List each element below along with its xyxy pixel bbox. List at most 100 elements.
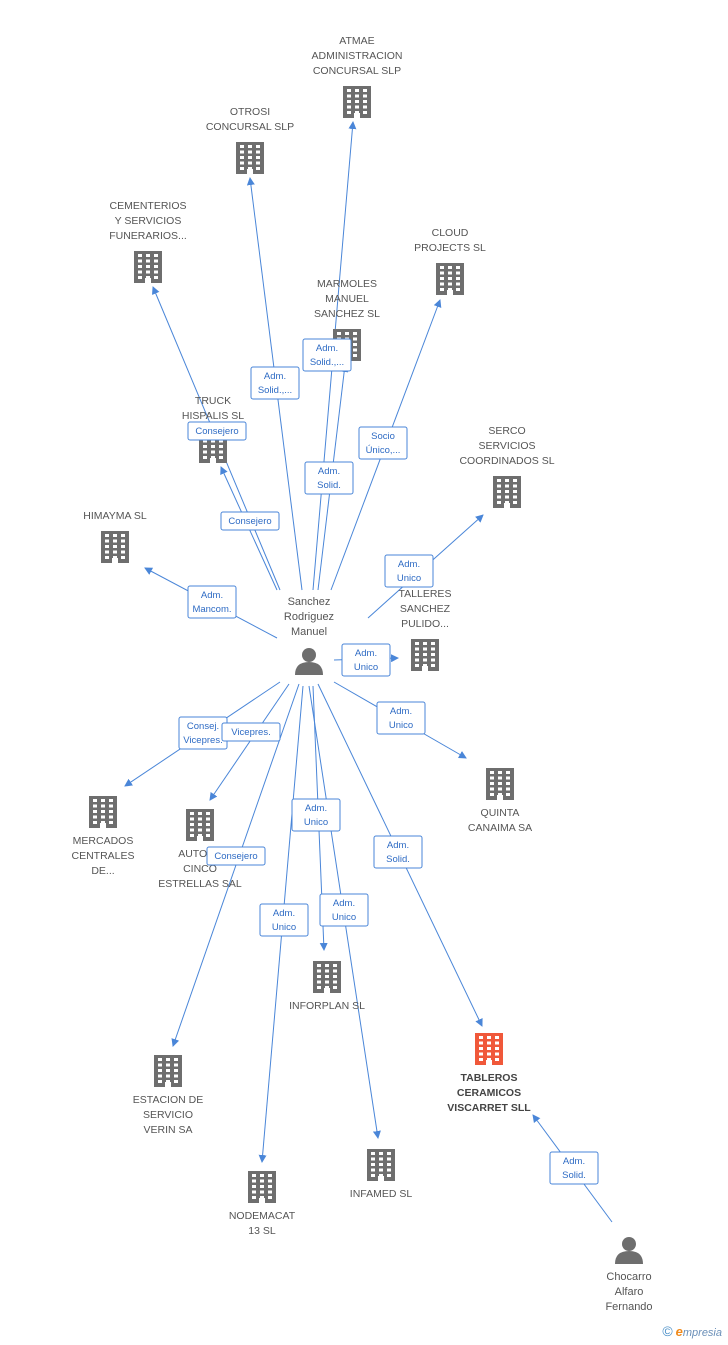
edge-label-text: Socio [371,431,395,442]
node-label: HISPALIS SL [182,410,244,422]
edge-label-truck[interactable]: Consejero [220,511,280,531]
copyright-icon: © [662,1323,673,1339]
edge-label-text: Adm. [273,908,295,919]
edge-label-quinta[interactable]: Adm.Unico [376,701,426,735]
edge-label-text: Solid.,... [258,385,292,396]
node-label: CONCURSAL SLP [206,121,294,133]
node-label: SANCHEZ [400,603,451,615]
edge-label-text: Unico [397,573,421,584]
building-icon [313,961,341,993]
building-icon [134,251,162,283]
edge-label-tableros[interactable]: Adm. Solid. [549,1151,599,1185]
company-node-inforplan[interactable]: INFORPLAN SL [289,961,365,1012]
edge-label-text: Unico [389,720,413,731]
edge-label-autocares[interactable]: Vicepres. [221,722,281,742]
building-icon [154,1055,182,1087]
node-label: SERVICIOS [479,440,536,452]
edge-label-text: Unico [272,922,296,933]
edge-label-text: Solid. [386,854,410,865]
company-node-mercados[interactable]: MERCADOSCENTRALESDE... [71,796,135,877]
building-icon [186,809,214,841]
company-node-talleres[interactable]: TALLERESSANCHEZPULIDO... [399,588,452,671]
edge-label-text: Adm. [264,371,286,382]
edge-label-nodemacat[interactable]: Adm. Unico [259,903,309,937]
edge-label-inforplan[interactable]: Adm.Unico [291,798,341,832]
edge-label-text: Unico [354,662,378,673]
edge-label-cloud[interactable]: SocioÚnico,... [358,426,408,460]
person-icon [615,1237,643,1264]
edge-label-estacion[interactable]: Consejero [206,846,266,866]
node-label: CONCURSAL SLP [313,65,401,77]
node-label: SERVICIO [143,1109,193,1121]
node-label: ATMAE [339,35,374,47]
edge-label-infamed[interactable]: Adm. Unico [319,893,369,927]
edge-label-text: Adm. [201,590,223,601]
building-icon [411,639,439,671]
edge-label-text: Consej. [187,721,219,732]
edge-label-text: Adm. [387,840,409,851]
node-label: PULIDO... [401,618,449,630]
edge-label-text: Consejero [195,426,238,437]
node-label: Alfaro [615,1286,644,1298]
node-label: Manuel [291,626,327,638]
node-label: HIMAYMA SL [83,510,147,522]
node-label: Sanchez [288,596,331,608]
node-label: INFAMED SL [350,1188,413,1200]
edge-labels-layer: Adm.Solid.,...Adm.Solid.,...ConsejeroCon… [178,338,599,1185]
node-label: VERIN SA [143,1124,192,1136]
node-label: ADMINISTRACION [311,50,402,62]
edge-label-mercados[interactable]: Consej.Vicepres. [178,716,228,750]
edge-label-text: Solid. [562,1170,586,1181]
edge-label-cementerios[interactable]: Consejero [187,421,247,441]
company-node-infamed[interactable]: INFAMED SL [350,1149,413,1200]
node-label: MERCADOS [73,835,134,847]
edge-label-text: Adm. [398,559,420,570]
node-label: PROJECTS SL [414,242,486,254]
node-label: SANCHEZ SL [314,308,380,320]
node-label: CINCO [183,863,217,875]
edge-label-text: Vicepres. [231,727,270,738]
edge-label-text: Unico [304,817,328,828]
node-label: MARMOLES [317,278,377,290]
node-label: CLOUD [432,227,469,239]
edge-label-marmoles[interactable]: Adm. Solid. [304,461,354,495]
node-label: CEMENTERIOS [109,200,186,212]
empresia-logo[interactable]: ©empresia [662,1323,722,1339]
building-icon [248,1171,276,1203]
company-node-himayma[interactable]: HIMAYMA SL [83,510,147,563]
company-node-cloud[interactable]: CLOUD PROJECTS SL [414,227,486,295]
building-icon [486,768,514,800]
edge-label-serco[interactable]: Adm. Unico [384,554,434,588]
edge-label-text: Consejero [228,516,271,527]
node-label: QUINTA [481,807,520,819]
node-label: 13 SL [248,1225,276,1237]
edge-label-text: Adm. [316,343,338,354]
edge-label-text: Mancom. [192,604,231,615]
edge-label-otrosi[interactable]: Adm. Solid.,... [250,366,300,400]
edge-label-text: Adm. [355,648,377,659]
edge-label-himayma[interactable]: Adm. Mancom. [187,585,237,619]
node-label: TRUCK [195,395,231,407]
edge-label-talleres[interactable]: Adm. Unico [341,643,391,677]
edge-label-tableros[interactable]: Adm. Solid. [373,835,423,869]
company-node-atmae[interactable]: ATMAE ADMINISTRACION CONCURSAL SLP [311,35,403,118]
edge-label-text: Adm. [318,466,340,477]
edge-label-text: Adm. [333,898,355,909]
node-label: MANUEL [325,293,369,305]
edge-label-atmae[interactable]: Adm. Solid.,... [302,338,352,372]
edge-label-text: Solid. [317,480,341,491]
edge-label-text: Unico [332,912,356,923]
edge-label-text: Solid.,... [310,357,344,368]
node-label: CERAMICOS [457,1087,521,1099]
brand-initial: e [675,1324,683,1339]
edge-label-text: Adm. [563,1156,585,1167]
